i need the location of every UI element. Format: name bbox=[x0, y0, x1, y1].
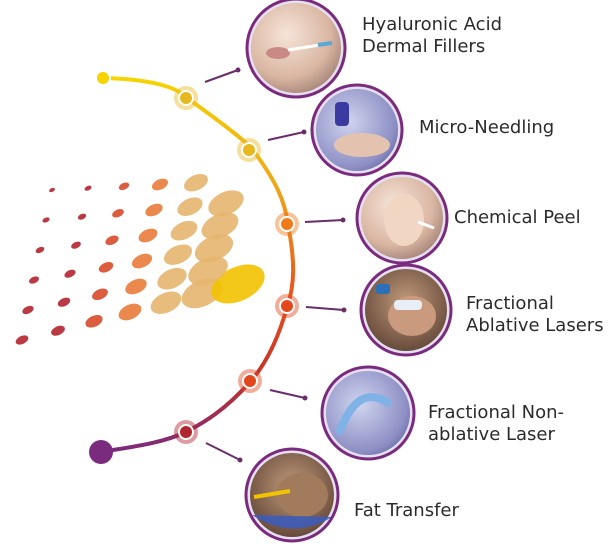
decorative-dot bbox=[64, 269, 76, 278]
arc-node bbox=[279, 216, 295, 232]
decorative-dot bbox=[150, 291, 182, 314]
decorative-dot bbox=[118, 303, 142, 321]
label-fat-transfer: Fat Transfer bbox=[354, 500, 459, 522]
face-peel-icon bbox=[355, 171, 449, 265]
decorative-dot bbox=[77, 213, 87, 220]
decorative-dot bbox=[35, 246, 45, 254]
arc-end-dot bbox=[89, 440, 113, 464]
label-line: Chemical Peel bbox=[454, 207, 581, 228]
label-non-ablative-laser: Fractional Non- ablative Laser bbox=[428, 402, 564, 446]
arc-node bbox=[241, 142, 257, 158]
connector-dot bbox=[341, 307, 347, 313]
label-line: Dermal Fillers bbox=[362, 36, 486, 57]
decorative-dot bbox=[201, 212, 239, 240]
decorative-dot bbox=[152, 178, 168, 191]
decorative-dot bbox=[188, 256, 228, 286]
decorative-dot bbox=[157, 267, 187, 290]
label-micro-needling: Micro-Needling bbox=[419, 117, 554, 139]
label-chemical-peel: Chemical Peel bbox=[454, 207, 581, 229]
decorative-dot bbox=[57, 297, 71, 307]
cannula-icon bbox=[244, 447, 340, 543]
label-line: Micro-Needling bbox=[419, 117, 555, 138]
decorative-dot bbox=[118, 182, 130, 191]
decorative-dot bbox=[181, 278, 223, 309]
connector-line bbox=[305, 306, 345, 311]
decorative-dot bbox=[49, 187, 55, 193]
connector-line bbox=[304, 219, 344, 223]
decorative-dot-field bbox=[15, 173, 265, 345]
connector-dot bbox=[302, 395, 308, 401]
connector-dot bbox=[237, 457, 243, 463]
label-line: Hyaluronic Acid bbox=[362, 14, 502, 35]
decorative-dot bbox=[131, 253, 153, 269]
decorative-dot bbox=[15, 335, 29, 345]
syringe-lip-icon bbox=[245, 0, 347, 99]
arc-node bbox=[242, 373, 258, 389]
connector-dot bbox=[340, 217, 346, 223]
decorative-dot bbox=[51, 325, 65, 336]
label-line: Fractional bbox=[466, 293, 554, 314]
arc-node bbox=[279, 298, 295, 314]
connector-dot bbox=[301, 129, 307, 135]
decorative-dot bbox=[29, 276, 39, 284]
decorative-dot bbox=[98, 262, 114, 273]
decorative-dot bbox=[194, 234, 234, 263]
decorative-dot bbox=[105, 235, 119, 246]
decorative-dot bbox=[92, 288, 108, 301]
connector-line bbox=[269, 389, 306, 399]
decorative-dot bbox=[163, 244, 193, 265]
decorative-dot bbox=[138, 228, 158, 243]
arc-node bbox=[178, 424, 194, 440]
decorative-dot bbox=[22, 305, 34, 315]
label-line: Fat Transfer bbox=[354, 500, 459, 521]
decorative-dot bbox=[177, 197, 203, 216]
laser-goggles-icon bbox=[359, 263, 453, 357]
decorative-dot bbox=[208, 190, 244, 217]
connector-dot bbox=[235, 67, 241, 73]
decorative-dot bbox=[71, 241, 81, 249]
arc-node bbox=[178, 90, 194, 106]
decorative-dot bbox=[211, 264, 265, 304]
decorative-dot bbox=[112, 209, 124, 218]
decorative-dot bbox=[184, 173, 208, 192]
connector-line bbox=[204, 69, 239, 83]
micro-needle-icon bbox=[310, 83, 404, 177]
label-line: Ablative Lasers bbox=[466, 315, 604, 336]
connector-line bbox=[267, 131, 305, 141]
decorative-dot bbox=[42, 217, 50, 223]
label-line: Fractional Non- bbox=[428, 402, 564, 423]
decorative-dot bbox=[84, 185, 92, 191]
label-dermal-fillers: Hyaluronic Acid Dermal Fillers bbox=[362, 14, 502, 58]
arc-start-dot bbox=[95, 70, 111, 86]
decorative-dot bbox=[85, 315, 103, 328]
decorative-dot bbox=[125, 278, 147, 295]
label-ablative-lasers: Fractional Ablative Lasers bbox=[466, 293, 604, 337]
laser-probe-icon bbox=[320, 365, 416, 461]
label-line: ablative Laser bbox=[428, 424, 555, 445]
decorative-dot bbox=[145, 203, 163, 217]
decorative-dot bbox=[170, 220, 198, 241]
connector-line bbox=[205, 442, 241, 461]
